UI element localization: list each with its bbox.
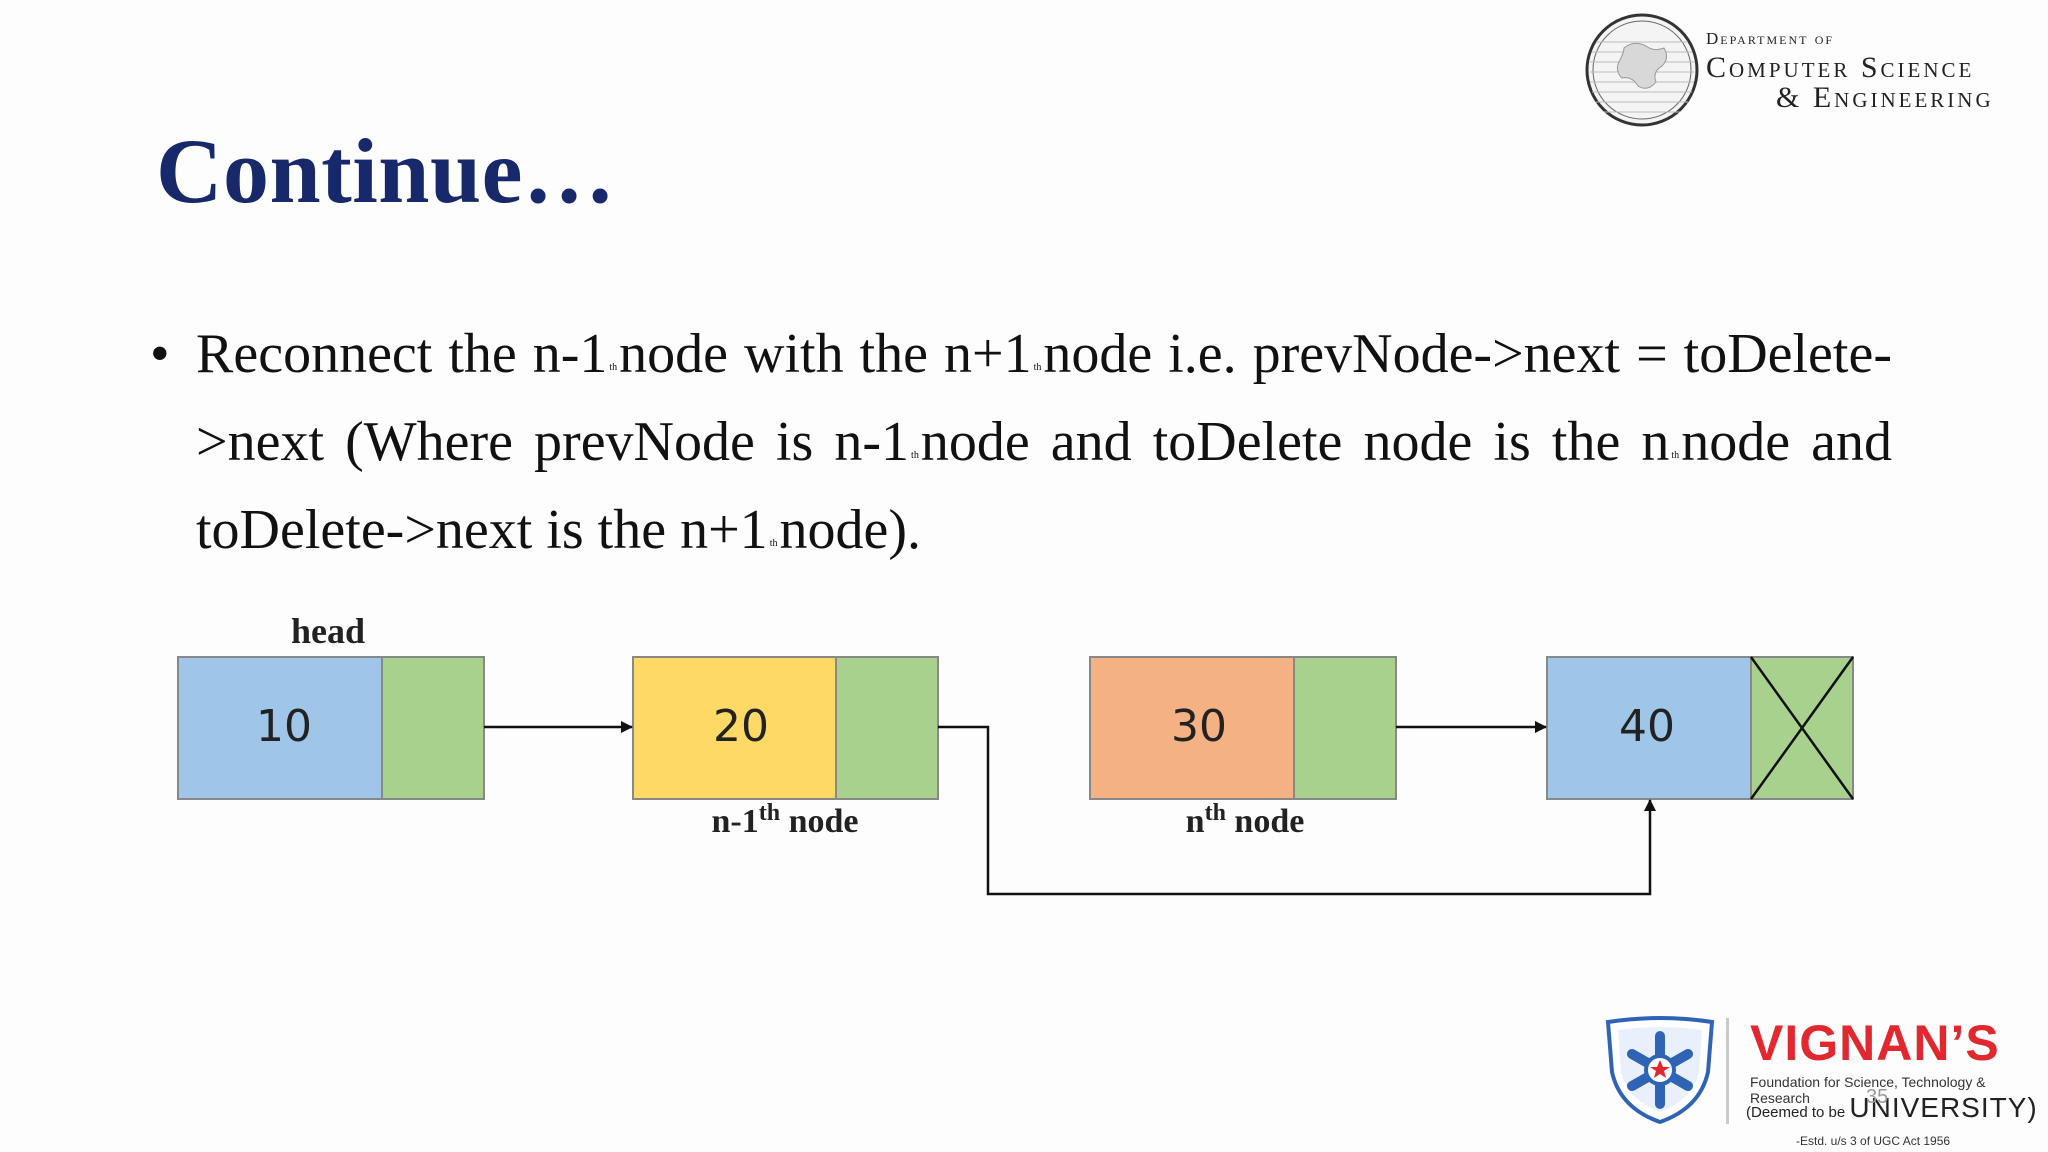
label-n-sup: th	[1205, 800, 1226, 826]
university-established: -Estd. u/s 3 of UGC Act 1956	[1796, 1134, 1951, 1148]
bullet-text-part: node and toDelete->next is the n+1	[196, 411, 1892, 561]
node-data-cell	[177, 656, 383, 800]
dept-line-2: Computer Science	[1706, 51, 1975, 84]
arrow-node20-bypass-to-node40	[938, 725, 1656, 896]
deemed-word: UNIVERSITY)	[1849, 1092, 2038, 1123]
deemed-prefix: (Deemed to be	[1746, 1104, 1850, 1121]
university-logo: VIGNAN’S Foundation for Science, Technol…	[1600, 1010, 2048, 1152]
department-name: Department of Computer Science & Enginee…	[1706, 30, 1994, 113]
node-10: 10	[177, 656, 485, 800]
node-30: 30	[1089, 656, 1397, 800]
node-value: 20	[713, 701, 769, 752]
bullet-text-part: Reconnect the n-1	[196, 323, 608, 385]
department-logo: Department of Computer Science & Enginee…	[1578, 8, 2048, 138]
node-value: 30	[1171, 701, 1227, 752]
label-n-1-sup: th	[759, 800, 780, 826]
superscript-th: th	[1033, 362, 1042, 373]
bullet-text-part: node with the n+1	[619, 323, 1032, 385]
node-next-cell	[835, 656, 939, 800]
dept-line-1: Department of	[1706, 29, 1835, 48]
university-subtitle: Foundation for Science, Technology & Res…	[1750, 1074, 1986, 1106]
university-name: VIGNAN’S	[1750, 1015, 2000, 1071]
slide-title: Continue…	[156, 120, 616, 222]
university-deemed: (Deemed to be UNIVERSITY)	[1746, 1092, 2038, 1124]
university-shield-icon	[1605, 1016, 1715, 1124]
head-label: head	[291, 611, 365, 651]
globe-emblem-icon	[1585, 13, 1699, 127]
superscript-th: th	[911, 450, 919, 461]
node-40: 40	[1546, 656, 1855, 800]
dept-line-3: & Engineering	[1776, 81, 1994, 114]
slide-number: 35	[1866, 1086, 1889, 1108]
label-n-prefix: n	[1186, 803, 1205, 840]
logo-separator	[1726, 1018, 1729, 1124]
bullet-text-part: node and toDelete node is the n	[920, 411, 1670, 473]
superscript-th: th	[1671, 450, 1680, 461]
node-next-cell	[381, 656, 485, 800]
label-n-1-suffix: node	[780, 803, 858, 840]
node-value: 10	[256, 701, 312, 752]
superscript-th: th	[769, 538, 778, 549]
bullet-text-part: node i.e. prevNode->next = toDelete->nex…	[196, 323, 1892, 473]
node-next-cell	[1293, 656, 1397, 800]
label-nth-node: nth node	[1186, 800, 1305, 840]
label-n-1th-node: n-1th node	[712, 800, 859, 840]
node-data-cell	[1089, 656, 1295, 800]
node-data-cell	[632, 656, 837, 800]
node-20: 20	[632, 656, 939, 800]
superscript-th: th	[609, 362, 618, 373]
node-value: 40	[1619, 701, 1675, 752]
label-n-suffix: node	[1226, 803, 1304, 840]
label-n-1-prefix: n-1	[712, 803, 759, 840]
null-pointer-icon	[1749, 656, 1855, 800]
bullet-text-part: node).	[779, 499, 921, 561]
bullet-marker: •	[150, 323, 170, 385]
